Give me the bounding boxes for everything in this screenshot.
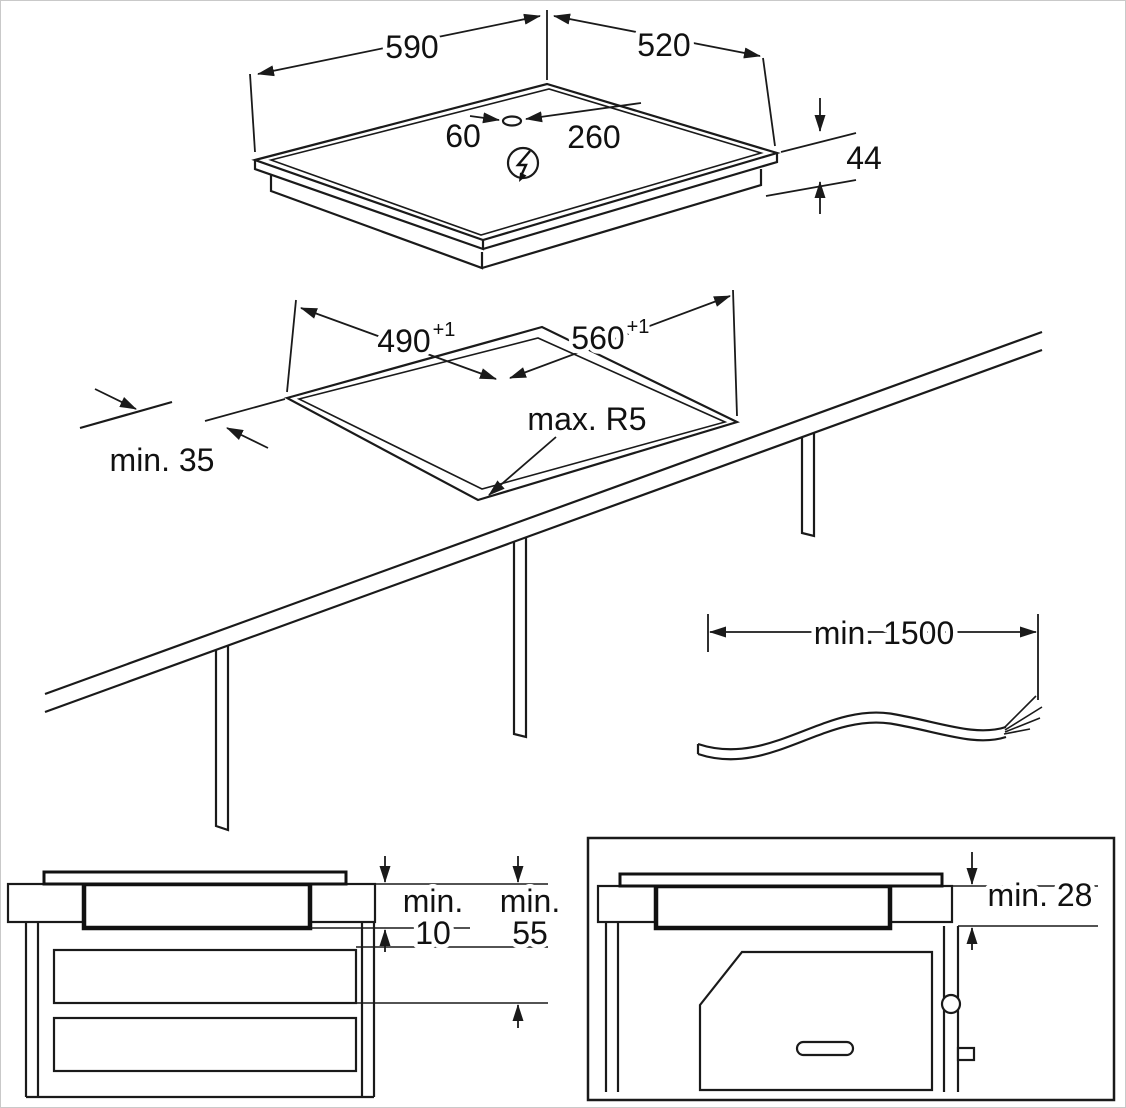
min-28-label: min. 28 — [988, 877, 1093, 913]
cable-offset-label: 60 — [445, 118, 481, 154]
hob-body — [269, 169, 763, 270]
dimension-hob-height: 44 — [765, 98, 886, 214]
oven-clearance-view: min. 28 — [586, 836, 1116, 1102]
worktop-front-edge-bottom — [44, 348, 1043, 714]
cable-length-label: min. 1500 — [814, 615, 955, 651]
oven-knob — [940, 993, 962, 1015]
hob-width-label: 590 — [385, 29, 438, 65]
min-55-word: min. — [500, 883, 560, 919]
drawer-lower — [52, 1016, 358, 1073]
worktop-leg-right — [800, 433, 816, 538]
dimension-cable-hole: 60 260 — [441, 102, 642, 160]
dimension-hob-width: 590 — [249, 10, 548, 153]
worktop-leg-middle — [512, 538, 528, 739]
detail-box-frame — [586, 836, 1116, 1102]
hob-glass-inner-border — [268, 88, 764, 236]
hob-box-section-oven — [653, 883, 893, 931]
hob-height-label: 44 — [846, 140, 882, 176]
corner-radius-label: max. R5 — [527, 401, 646, 437]
cutout-width-tolerance: +1 — [627, 316, 650, 338]
cutout-depth-label: 490 — [377, 323, 430, 359]
worktop-leg-left — [214, 646, 230, 832]
dimension-corner-radius: max. R5 — [488, 397, 651, 496]
mains-cable-view: min. 1500 — [696, 611, 1043, 761]
cable-span-label: 260 — [567, 119, 620, 155]
dimension-min-10: min. 10 — [379, 856, 468, 956]
dimension-cutout-depth: 490 +1 — [286, 299, 497, 393]
worktop-front-edge-top — [44, 330, 1043, 696]
cutout-depth-tolerance: +1 — [433, 319, 456, 341]
min-edge-distance-label: min. 35 — [110, 442, 215, 478]
electrical-connection-icon — [506, 146, 540, 182]
cable-drawing — [696, 695, 1043, 761]
oven-bracket — [956, 1046, 976, 1062]
hob-isometric-view: 590 520 44 60 260 — [249, 10, 886, 270]
min-10-value: 10 — [415, 915, 451, 951]
dimension-hob-depth: 520 — [553, 13, 776, 147]
dimension-min-55: min. 55 — [495, 856, 565, 1028]
oven-drawing — [698, 926, 976, 1092]
cable-wire-ends — [1003, 695, 1043, 735]
dimension-cutout-width: 560 +1 — [509, 289, 738, 417]
dimension-min-edge-distance: min. 35 — [79, 388, 286, 483]
hob-glass-edge — [253, 153, 779, 251]
cutout-width-label: 560 — [571, 320, 624, 356]
hob-box-section — [81, 881, 313, 931]
hob-glass-section — [42, 870, 348, 886]
cable-hole — [501, 115, 523, 127]
hob-depth-label: 520 — [637, 27, 690, 63]
drawer-upper — [52, 948, 358, 1005]
worktop-cutout-view: 490 +1 560 +1 max. R5 min. 35 — [44, 289, 1043, 832]
dimension-cable-length: min. 1500 — [707, 611, 1039, 700]
hob-glass-section-oven — [618, 872, 944, 888]
oven-handle — [795, 1040, 855, 1057]
drawer-clearance-view: min. 10 min. 55 — [6, 856, 565, 1099]
oven-body — [698, 950, 934, 1092]
min-55-value: 55 — [512, 915, 548, 951]
min-10-word: min. — [403, 883, 463, 919]
dimension-min-28: min. 28 — [952, 852, 1098, 950]
worktop-side-oven — [596, 872, 954, 1092]
